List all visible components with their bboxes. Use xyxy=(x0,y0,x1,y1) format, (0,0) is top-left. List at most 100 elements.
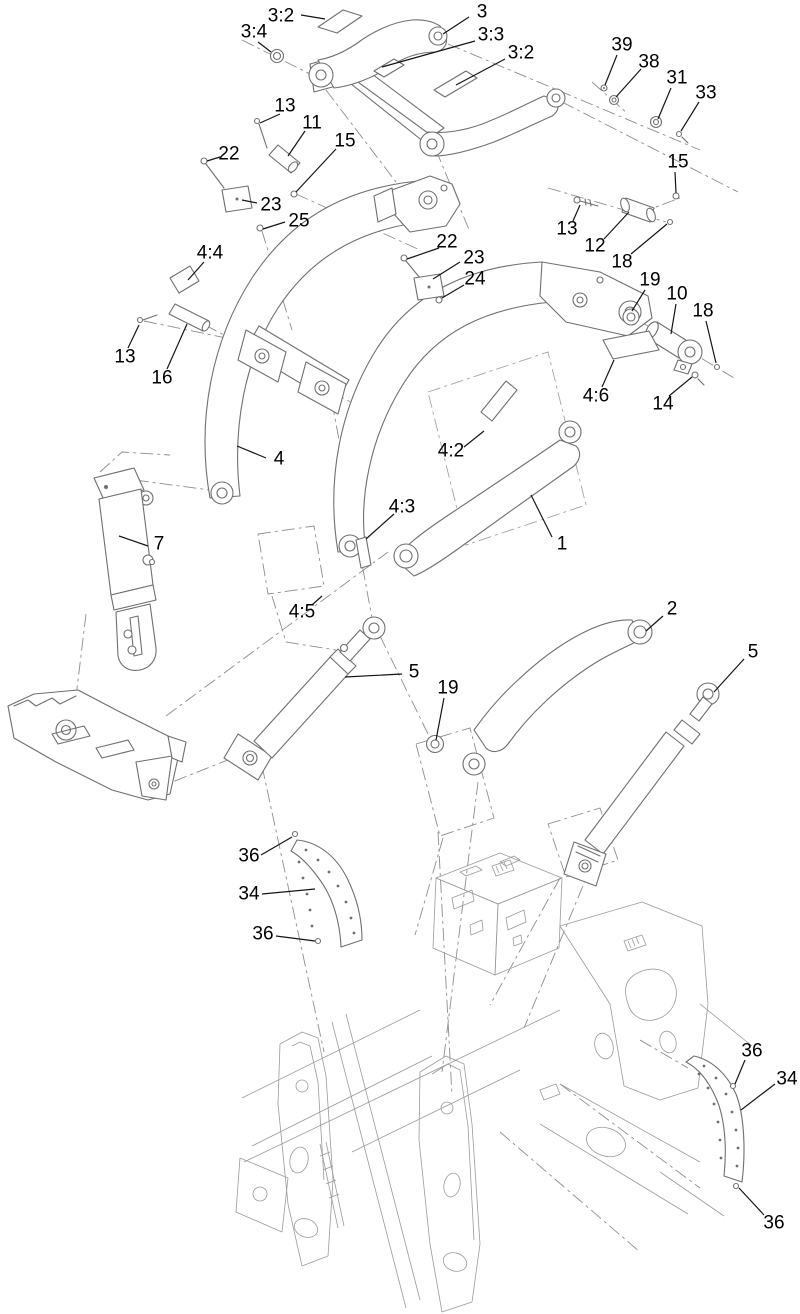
callout-leader-4:2 xyxy=(463,430,485,448)
bushing-19-left xyxy=(425,734,445,754)
callout-label-7: 7 xyxy=(154,534,165,555)
callout-label-4:6: 4:6 xyxy=(583,386,609,407)
callout-label-34: 34 xyxy=(238,884,260,905)
callout-label-4:4: 4:4 xyxy=(197,243,224,264)
callout-label-23: 23 xyxy=(463,248,484,269)
fasteners-left xyxy=(136,117,301,332)
callout-leader-10 xyxy=(670,303,677,335)
decal-4-3 xyxy=(355,536,372,569)
callout-leader-24 xyxy=(441,284,465,299)
callout-label-3:4: 3:4 xyxy=(241,22,268,43)
callout-leader-2 xyxy=(645,615,664,632)
decal-4-2 xyxy=(480,380,518,422)
callout-leader-15 xyxy=(674,171,677,194)
fender-left xyxy=(290,830,363,948)
crossmember-assembly xyxy=(269,9,566,157)
cylinder-7 xyxy=(93,467,157,671)
stud-bolt xyxy=(623,934,647,952)
callout-leader-36 xyxy=(738,1187,765,1216)
callout-label-14: 14 xyxy=(652,394,674,415)
callout-leader-22 xyxy=(206,156,221,162)
callout-label-3:2: 3:2 xyxy=(508,43,534,64)
callout-label-39: 39 xyxy=(611,35,632,56)
callout-label-12: 12 xyxy=(584,236,605,257)
callout-label-36: 36 xyxy=(252,924,273,945)
fasteners-center xyxy=(400,254,445,304)
fasteners-top-right xyxy=(573,84,689,226)
callout-label-18: 18 xyxy=(692,301,713,322)
callout-label-3:2: 3:2 xyxy=(268,6,294,27)
decal-4-6 xyxy=(602,330,660,360)
callout-leader-23 xyxy=(432,261,461,280)
callout-label-38: 38 xyxy=(638,52,659,73)
cross-tube xyxy=(237,325,350,415)
callout-label-19: 19 xyxy=(639,270,660,291)
decal-plate xyxy=(317,9,363,34)
callout-leader-23 xyxy=(241,199,258,204)
callout-label-5: 5 xyxy=(748,642,759,663)
callout-leader-13 xyxy=(127,324,140,349)
callout-label-11: 11 xyxy=(302,113,322,134)
pivot-pin-group xyxy=(602,308,721,386)
callout-label-34: 34 xyxy=(776,1069,798,1090)
callout-label-15: 15 xyxy=(334,131,355,152)
callout-leader-13 xyxy=(259,113,281,124)
callout-label-4:5: 4:5 xyxy=(289,602,315,623)
callout-leader-18 xyxy=(705,320,717,364)
callout-leader-4 xyxy=(236,445,267,459)
callout-leader-4:5 xyxy=(311,595,323,606)
callout-label-36: 36 xyxy=(238,846,259,867)
callout-label-33: 33 xyxy=(695,83,716,104)
callout-leader-7 xyxy=(118,535,149,547)
callout-label-13: 13 xyxy=(114,347,135,368)
callout-leader-16 xyxy=(166,323,188,370)
callout-leader-4:4 xyxy=(187,261,205,281)
callout-label-22: 22 xyxy=(218,144,239,165)
callout-leader-5 xyxy=(713,658,745,693)
callout-leader-11 xyxy=(287,130,306,157)
fender-right xyxy=(685,1055,745,1190)
callout-label-5: 5 xyxy=(409,662,420,683)
callout-label-23: 23 xyxy=(260,195,281,216)
callout-leader-14 xyxy=(668,376,693,397)
callout-label-10: 10 xyxy=(666,284,687,305)
callout-leader-5 xyxy=(344,673,403,678)
callout-leader-1 xyxy=(530,494,553,538)
cylinder-5-right xyxy=(563,682,720,887)
decal-4-4 xyxy=(169,265,200,294)
callout-leader-12 xyxy=(603,211,630,240)
cylinder-5-left xyxy=(223,616,386,781)
callout-label-31: 31 xyxy=(666,68,687,89)
callout-leader-13 xyxy=(572,204,581,222)
callout-leader-31 xyxy=(657,87,672,120)
callout-label-25: 25 xyxy=(288,211,309,232)
callout-label-4:2: 4:2 xyxy=(438,441,464,462)
callout-label-4: 4 xyxy=(274,449,285,470)
callout-leader-19 xyxy=(631,289,646,312)
callout-label-3:3: 3:3 xyxy=(478,25,504,46)
callout-leader-19 xyxy=(435,697,445,741)
callout-label-18: 18 xyxy=(611,252,632,273)
callout-leader-3:2 xyxy=(300,14,326,20)
callout-label-15: 15 xyxy=(667,152,688,173)
callout-leader-25 xyxy=(262,221,286,230)
callout-label-13: 13 xyxy=(556,219,577,240)
stud-bolt xyxy=(491,859,515,877)
callout-leader-3:2 xyxy=(455,58,506,86)
callout-leader-34 xyxy=(740,1083,776,1111)
callout-label-36: 36 xyxy=(763,1213,784,1234)
bucket-coupler xyxy=(7,689,187,801)
callout-label-4:3: 4:3 xyxy=(389,497,415,518)
decal-plate xyxy=(433,70,478,98)
callout-label-22: 22 xyxy=(436,232,457,253)
callout-label-19: 19 xyxy=(437,678,458,699)
callout-leader-3:3 xyxy=(381,40,476,68)
callout-leader-38 xyxy=(615,68,642,98)
callout-leader-34 xyxy=(261,888,316,895)
callout-leader-36 xyxy=(260,836,293,856)
callout-label-3: 3 xyxy=(477,2,488,23)
callout-leader-4:3 xyxy=(365,513,395,540)
callout-leader-18 xyxy=(630,223,668,255)
